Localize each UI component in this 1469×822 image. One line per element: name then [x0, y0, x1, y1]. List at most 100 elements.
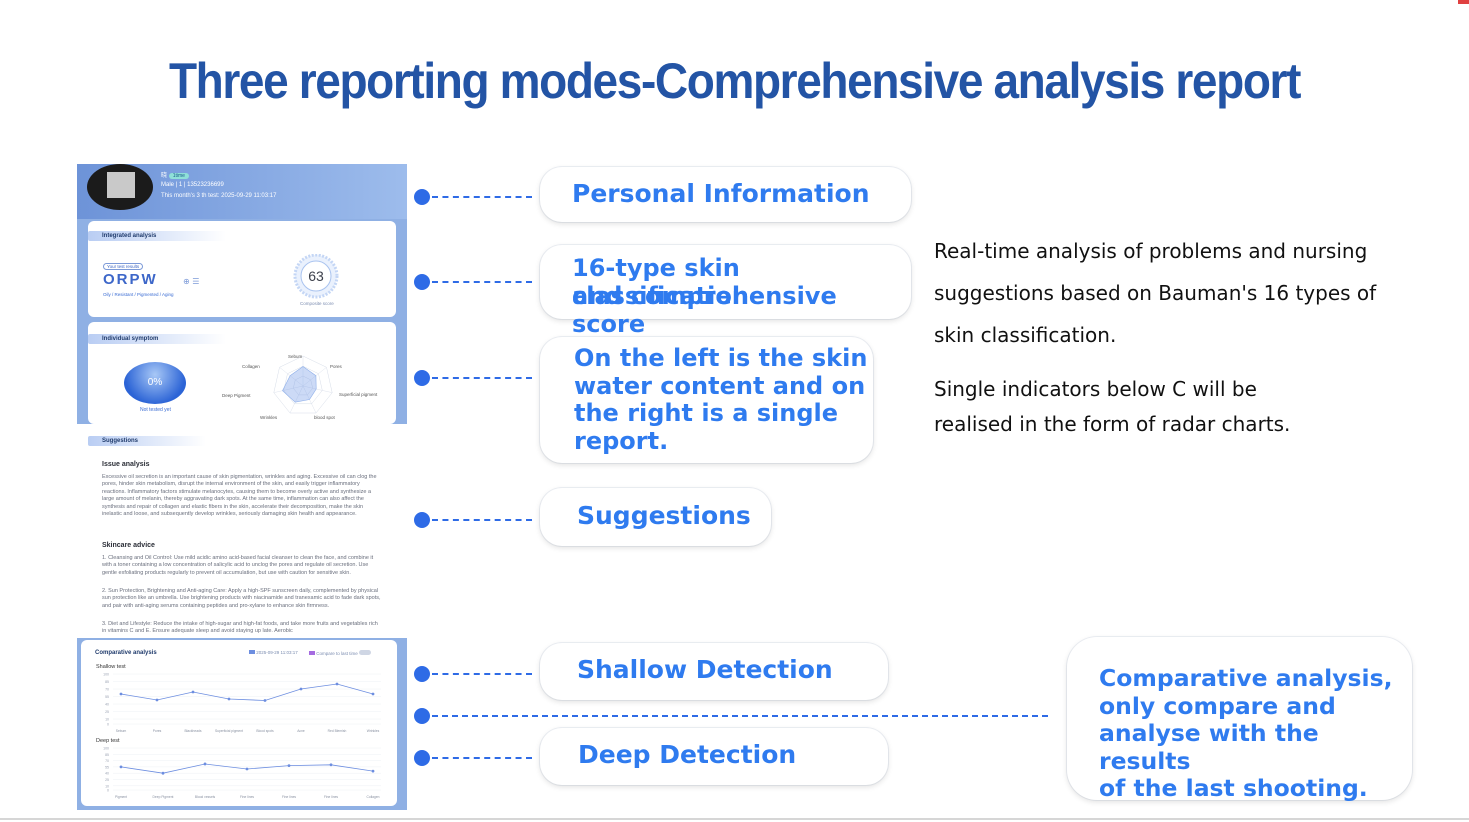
- x-tick-label: Sebum: [116, 729, 127, 733]
- connector-line-deep: [432, 757, 532, 759]
- radar-label-wrinkles: Wrinkles: [260, 415, 278, 420]
- issue-text: Excessive oil secretion is an important …: [102, 474, 377, 518]
- data-point: [329, 763, 333, 767]
- advice-title: Skincare advice: [102, 542, 155, 549]
- report-screenshot: 晓 1time Male | 1 | 13523236699 This mont…: [77, 164, 407, 810]
- callout-personal: Personal Information: [540, 167, 911, 222]
- advice-item-1: 1. Cleansing and Oil Control: Use mild a…: [102, 555, 374, 576]
- y-tick-label: 40: [105, 703, 109, 707]
- y-tick-label: 85: [105, 753, 109, 757]
- radar-spoke: [273, 385, 304, 393]
- x-tick-label: Deep Pigment: [153, 795, 174, 799]
- integrated-card: Integrated analysis Your test results OR…: [88, 221, 396, 317]
- callout-skin-line1: 16-type skin classification: [572, 254, 749, 310]
- data-point: [191, 690, 195, 694]
- radar-label-sebum: Sebum: [288, 354, 303, 359]
- x-tick-label: Fine lines: [282, 795, 296, 799]
- radar-spoke: [302, 367, 327, 387]
- connector-line-skin: [432, 281, 532, 283]
- data-point: [287, 764, 291, 768]
- radar-spoke: [302, 385, 333, 393]
- callout-comparative-line2: only compare and: [1099, 691, 1336, 720]
- advice-item-2: 2. Sun Protection, Brightening and Anti-…: [102, 588, 381, 609]
- data-point: [161, 771, 165, 775]
- y-tick-label: 55: [105, 695, 109, 699]
- callout-deep-text: Deep Detection: [578, 740, 797, 769]
- callout-comparative-line1: Comparative analysis,: [1099, 664, 1393, 692]
- callout-suggestions: Suggestions: [540, 488, 771, 546]
- bottom-divider: [0, 818, 1469, 820]
- suggestions-card: Suggestions Issue analysis Excessive oil…: [77, 424, 407, 638]
- y-tick-label: 100: [103, 747, 109, 751]
- x-tick-label: Acne: [297, 729, 305, 733]
- callout-skin: 16-type skin classification and comprehe…: [540, 245, 911, 338]
- y-tick-label: 40: [105, 772, 109, 776]
- profile-line2: This month's 3 th test: 2025-09-29 11:03…: [161, 193, 277, 199]
- data-point: [119, 765, 123, 769]
- data-point: [227, 697, 231, 701]
- radar-grid-ring: [293, 375, 313, 396]
- description-2: Single indicators below C will be realis…: [934, 372, 1290, 442]
- y-tick-label: 10: [105, 718, 109, 722]
- radar-spoke: [289, 385, 304, 414]
- series-line: [120, 683, 374, 701]
- callout-water-line2: water content and on: [574, 371, 866, 400]
- x-tick-label: Blood spots: [256, 729, 274, 733]
- legend-current: 2025-09-29 11:03:17: [256, 650, 298, 655]
- page-title: Three reporting modes-Comprehensive anal…: [168, 53, 1301, 109]
- y-tick-label: 70: [105, 688, 109, 692]
- type-info-icon[interactable]: ⊕ ☰: [183, 277, 200, 286]
- avatar: [87, 164, 153, 210]
- connector-line-suggestions: [432, 519, 532, 521]
- connector-dot-shallow: [414, 666, 430, 682]
- integrated-title: Integrated analysis: [88, 231, 226, 241]
- score-label: Composite score: [300, 301, 334, 306]
- x-tick-label: Wrinkles: [367, 729, 380, 733]
- connector-line-shallow: [432, 673, 532, 675]
- y-tick-label: 100: [103, 673, 109, 677]
- description-1-line2: suggestions based on Bauman's 16 types o…: [934, 281, 1377, 305]
- data-point: [245, 767, 249, 771]
- callout-water-line3: the right is a single: [574, 399, 839, 427]
- water-ball: [124, 362, 186, 404]
- skin-type-sub: Oily / Resistant / Pigmented / Aging: [103, 292, 174, 297]
- callout-comparative-line4: of the last shooting.: [1099, 774, 1368, 802]
- x-tick-label: Red Blemish: [328, 729, 347, 733]
- radar-area: [282, 366, 317, 403]
- connector-dot-personal: [414, 189, 430, 205]
- connector-line-water: [432, 377, 532, 379]
- callout-comparative: Comparative analysis, only compare and a…: [1067, 637, 1412, 802]
- x-tick-label: Pigment: [115, 795, 127, 799]
- deep-title: Deep test: [96, 738, 120, 744]
- individual-card: Individual symptom 0% Not tested yet Seb…: [88, 322, 396, 424]
- y-tick-label: 85: [105, 680, 109, 684]
- description-1-line1: Real-time analysis of problems and nursi…: [934, 239, 1368, 263]
- avatar-blur: [107, 172, 135, 198]
- water-label: Not tested yet: [140, 407, 171, 413]
- suggestions-title: Suggestions: [88, 436, 206, 446]
- data-point: [335, 682, 339, 686]
- connector-line-comparative: [432, 715, 1048, 717]
- skin-type: ORPW: [103, 271, 158, 288]
- radar-label-superficial: Superficial pigment: [339, 392, 378, 397]
- connector-line-personal: [432, 196, 532, 198]
- y-tick-label: 55: [105, 765, 109, 769]
- data-point: [371, 692, 375, 696]
- shallow-title: Shallow test: [96, 664, 126, 670]
- connector-dot-suggestions: [414, 512, 430, 528]
- compare-toggle[interactable]: [359, 650, 372, 655]
- water-value: 0%: [147, 377, 163, 388]
- y-tick-label: 0: [107, 723, 109, 727]
- radar-label-blood: blood spot: [314, 415, 335, 420]
- data-point: [371, 769, 375, 773]
- callout-suggestions-text: Suggestions: [577, 501, 751, 530]
- score-value: 63: [308, 268, 324, 284]
- description-2-line2: realised in the form of radar charts.: [934, 412, 1291, 436]
- y-tick-label: 25: [105, 778, 109, 782]
- radar-label-pores: Pores: [330, 364, 342, 369]
- x-tick-label: Fine lines: [324, 795, 338, 799]
- connector-dot-comparative: [414, 708, 430, 724]
- x-tick-label: Superficial pigment: [215, 729, 243, 733]
